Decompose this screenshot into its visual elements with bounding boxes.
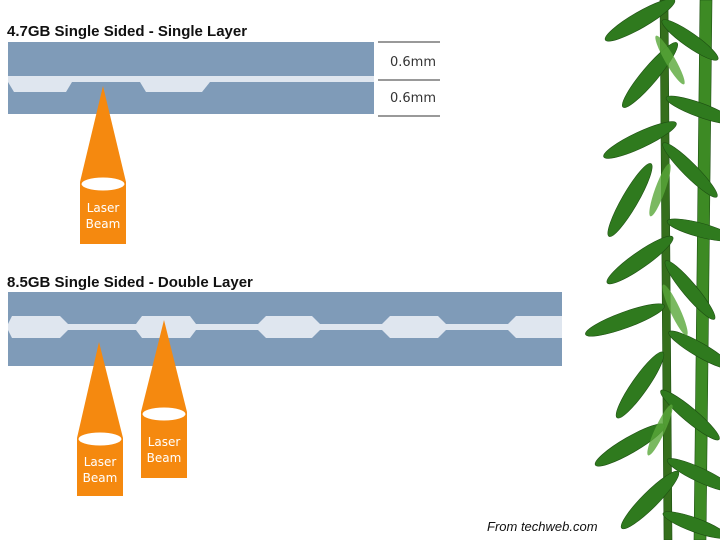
pit bbox=[508, 316, 562, 338]
single-layer-title: 4.7GB Single Sided - Single Layer bbox=[7, 23, 248, 40]
pit bbox=[8, 316, 68, 338]
laser-beam-cap bbox=[77, 431, 123, 447]
laser-beam-body bbox=[80, 182, 126, 244]
laser-beam-cap bbox=[80, 176, 126, 192]
source-credit: From techweb.com bbox=[487, 519, 598, 534]
pit bbox=[382, 316, 446, 338]
laser-beam-cone bbox=[80, 86, 126, 182]
pit bbox=[8, 82, 72, 92]
laser-beam-cap bbox=[141, 406, 187, 422]
lower-thickness-label: 0.6mm bbox=[390, 91, 437, 106]
laser-beam-body bbox=[77, 438, 123, 496]
pit bbox=[136, 316, 196, 338]
laser-beam-body bbox=[141, 412, 187, 478]
laser-beam-label: Laser Beam bbox=[85, 201, 121, 231]
laser-beam-label-right: Laser Beam bbox=[146, 435, 182, 465]
laser-beam-cone bbox=[77, 342, 123, 438]
layer-boundary bbox=[8, 76, 374, 82]
pit bbox=[140, 82, 210, 92]
laser-beam-label-left: Laser Beam bbox=[82, 455, 118, 485]
pit bbox=[258, 316, 320, 338]
laser-beam-cone bbox=[141, 320, 187, 412]
double-layer-title: 8.5GB Single Sided - Double Layer bbox=[7, 274, 253, 291]
upper-thickness-label: 0.6mm bbox=[390, 55, 437, 70]
